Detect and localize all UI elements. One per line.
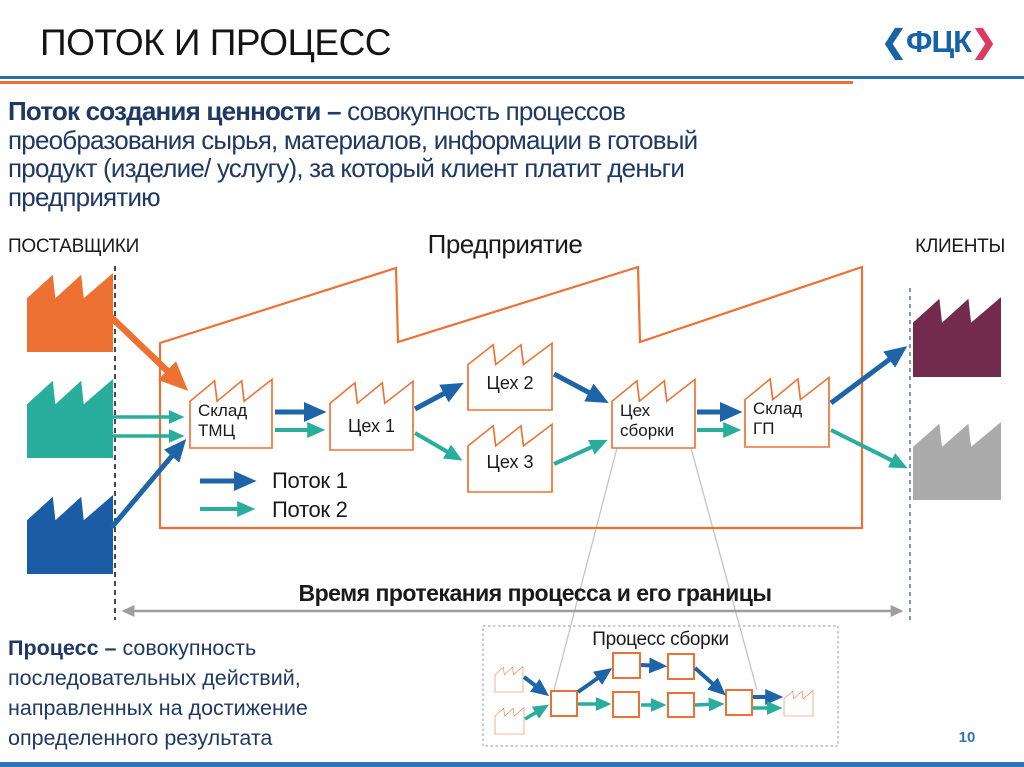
page-number: 10 xyxy=(958,729,976,746)
legend-flow2-label: Поток 2 xyxy=(272,497,348,522)
mini-arrow-blue-3 xyxy=(640,657,668,674)
arrow-orange-input xyxy=(107,313,189,391)
mini-arrow-teal-4 xyxy=(694,697,725,712)
mini-arrow-teal-1 xyxy=(524,704,549,721)
logo-text: ФЦК xyxy=(905,24,972,59)
mini-step-6 xyxy=(725,689,753,716)
process-term: Процесс – xyxy=(8,636,123,660)
arrow-flow1-gp-client xyxy=(829,346,908,406)
warehouse-out-label: Склад ГП xyxy=(753,399,803,438)
mini-step-4 xyxy=(612,691,640,718)
callout-line-left xyxy=(553,447,618,691)
fck-logo: ❮ФЦК❯ xyxy=(881,24,997,60)
arrow-flow2-gp-client xyxy=(830,428,908,469)
mini-step-1 xyxy=(550,690,578,717)
shop3-label: Цех 3 xyxy=(486,452,534,472)
logo-open-bracket-icon: ❮ xyxy=(881,24,907,59)
supplier-factory-orange-icon xyxy=(27,273,113,352)
client-factory-maroon-icon xyxy=(913,297,1001,377)
enterprise-label: Предприятие xyxy=(427,229,583,259)
assembly-label: Цех сборки xyxy=(620,401,675,440)
callout-line-right xyxy=(690,447,758,691)
page-title: ПОТОК И ПРОЦЕСС xyxy=(40,22,392,63)
arrow-blue-input xyxy=(110,439,187,529)
footer-bar xyxy=(0,762,1024,767)
mini-arrow-blue-4 xyxy=(693,666,726,696)
assembly-process-title: Процесс сборки xyxy=(592,629,729,650)
mini-step-5 xyxy=(667,692,695,718)
mini-step-3 xyxy=(667,653,695,680)
shop2-label: Цех 2 xyxy=(486,373,534,393)
value-stream-definition: Поток создания ценности – совокупность п… xyxy=(8,96,698,212)
header-divider-blue xyxy=(0,76,1024,79)
legend-flow1-label: Поток 1 xyxy=(272,468,348,493)
warehouse-in-label: Склад ТМЦ xyxy=(198,401,248,440)
definition-term: Поток создания ценности – xyxy=(8,96,348,126)
arrow-flow1-shop1-shop2 xyxy=(413,382,464,412)
shop1-label: Цех 1 xyxy=(348,416,395,436)
suppliers-label: ПОСТАВЩИКИ xyxy=(8,236,140,257)
arrow-flow2-shop3-assembly xyxy=(553,439,608,466)
arrow-flow2-shop1-shop3 xyxy=(413,431,463,461)
arrow-flow1-shop2-assembly xyxy=(552,371,609,404)
mini-arrow-blue-2 xyxy=(576,668,613,694)
mini-step-2 xyxy=(612,652,641,679)
clients-label: КЛИЕНТЫ xyxy=(915,236,1005,257)
header-divider-orange xyxy=(0,81,853,84)
supplier-factory-teal-icon xyxy=(27,379,113,458)
process-definition: Процесс – совокупность последовательных … xyxy=(8,636,308,750)
supplier-factory-blue-icon xyxy=(27,495,113,574)
mini-arrow-blue-1 xyxy=(522,675,550,697)
time-span-label: Время протекания процесса и его границы xyxy=(298,580,772,606)
client-factory-gray-icon xyxy=(913,421,1001,500)
enterprise-outline-icon xyxy=(158,265,864,530)
logo-close-bracket-icon: ❯ xyxy=(971,24,997,59)
